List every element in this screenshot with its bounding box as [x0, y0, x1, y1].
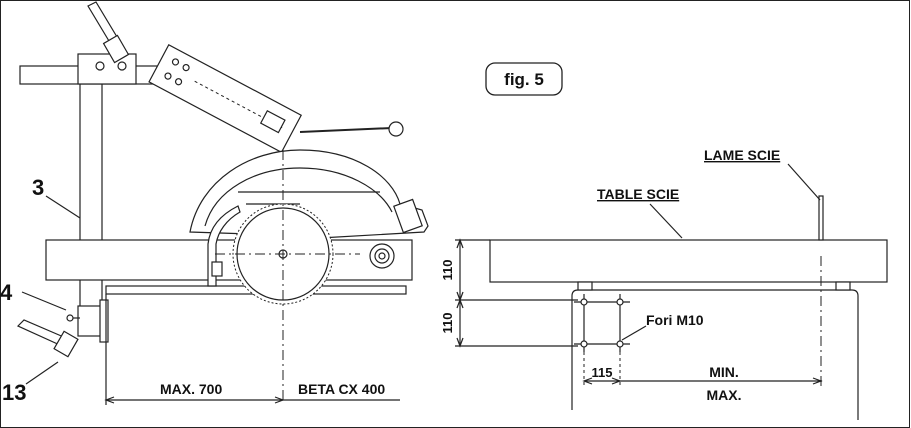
motor-arm: [148, 43, 303, 154]
saw-table-front: [489, 239, 888, 283]
bolt-hole-3: [580, 340, 588, 348]
handle-rod: [299, 127, 393, 133]
callout-13: 13: [2, 380, 26, 405]
label-min: MIN.: [709, 364, 739, 380]
callout-13-leader: [25, 361, 59, 385]
blade-stub: [818, 195, 824, 241]
label-max-700: MAX. 700: [160, 381, 222, 397]
callout-3-leader: [45, 195, 81, 219]
dim-110-top: 110: [440, 260, 455, 281]
support-frame: [571, 289, 859, 420]
label-max: MAX.: [707, 387, 742, 403]
label-table-scie: TABLE SCIE: [597, 186, 679, 202]
figure-tag: fig. 5: [504, 70, 544, 89]
dim-110-bottom: 110: [440, 313, 455, 334]
saw-table-side: [45, 239, 413, 281]
label-model: BETA CX 400: [298, 381, 385, 397]
handle-knob: [388, 121, 404, 137]
left-side-view: [16, 1, 429, 405]
label-lame-scie: LAME SCIE: [704, 147, 780, 163]
bolt-hole-1: [580, 298, 588, 306]
fori-leader: [621, 325, 647, 341]
callout-4: 4: [0, 280, 13, 305]
bolt-hole-4: [616, 340, 624, 348]
dim-115: 115: [592, 365, 613, 380]
lame-scie-leader: [787, 163, 821, 201]
callout-4-leader: [21, 291, 67, 311]
label-fori-m10: Fori M10: [646, 312, 704, 328]
table-scie-leader: [649, 203, 683, 239]
top-clamp: [77, 53, 137, 85]
callout-3: 3: [32, 175, 44, 200]
bolt-hole-2: [616, 298, 624, 306]
figure-tag-box: [485, 62, 563, 96]
right-front-view: [455, 163, 888, 420]
